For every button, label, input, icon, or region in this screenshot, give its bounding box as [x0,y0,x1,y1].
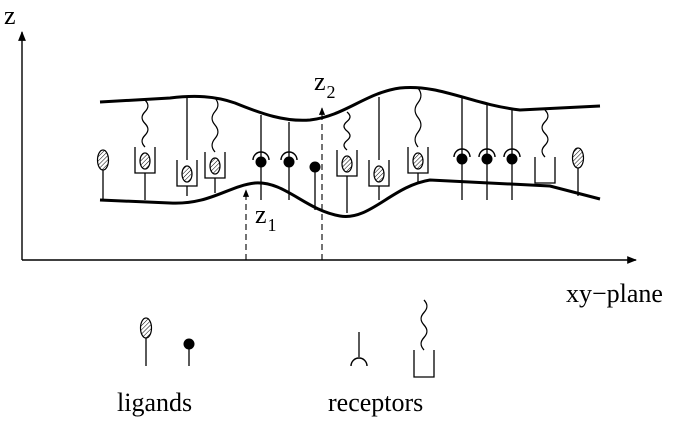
receptors-label: receptors [328,388,423,417]
z2-label: z2 [314,67,336,102]
box-receptor-icon [336,111,358,177]
cup-receptor-icon [503,108,521,158]
ball-ligand-icon [481,153,493,200]
box-receptor-icon [534,109,556,184]
cup-receptor-icon [453,98,471,158]
ellipse-ligand-icon [571,147,585,196]
molecules-layer [96,87,585,213]
box-receptor-icon [407,87,429,174]
cup-receptor-icon [280,122,298,161]
legend-box-receptor-icon [413,299,435,378]
box-receptor-icon [368,97,390,187]
ball-ligand-icon [506,153,518,200]
box-receptor-icon [176,97,198,187]
ball-ligand-icon [283,156,295,200]
legend-cup-receptor-icon [350,332,368,367]
legend-ellipse-ligand-icon [139,317,153,366]
z1-label: z1 [255,200,277,235]
ball-ligand-icon [456,153,468,200]
legend [139,299,435,378]
box-receptor-icon [134,99,156,174]
z-axis-label: z [4,1,16,30]
ligands-label: ligands [117,388,192,417]
ellipse-ligand-icon [96,149,110,200]
lower-membrane [99,178,601,218]
legend-ball-ligand-icon [183,338,195,366]
cup-receptor-icon [252,115,270,161]
box-receptor-icon [204,97,226,179]
upper-membrane [99,85,601,122]
ball-ligand-icon [309,161,321,210]
xy-plane-label: xy−plane [566,279,663,308]
cup-receptor-icon [478,104,496,158]
ball-ligand-icon [255,156,267,200]
